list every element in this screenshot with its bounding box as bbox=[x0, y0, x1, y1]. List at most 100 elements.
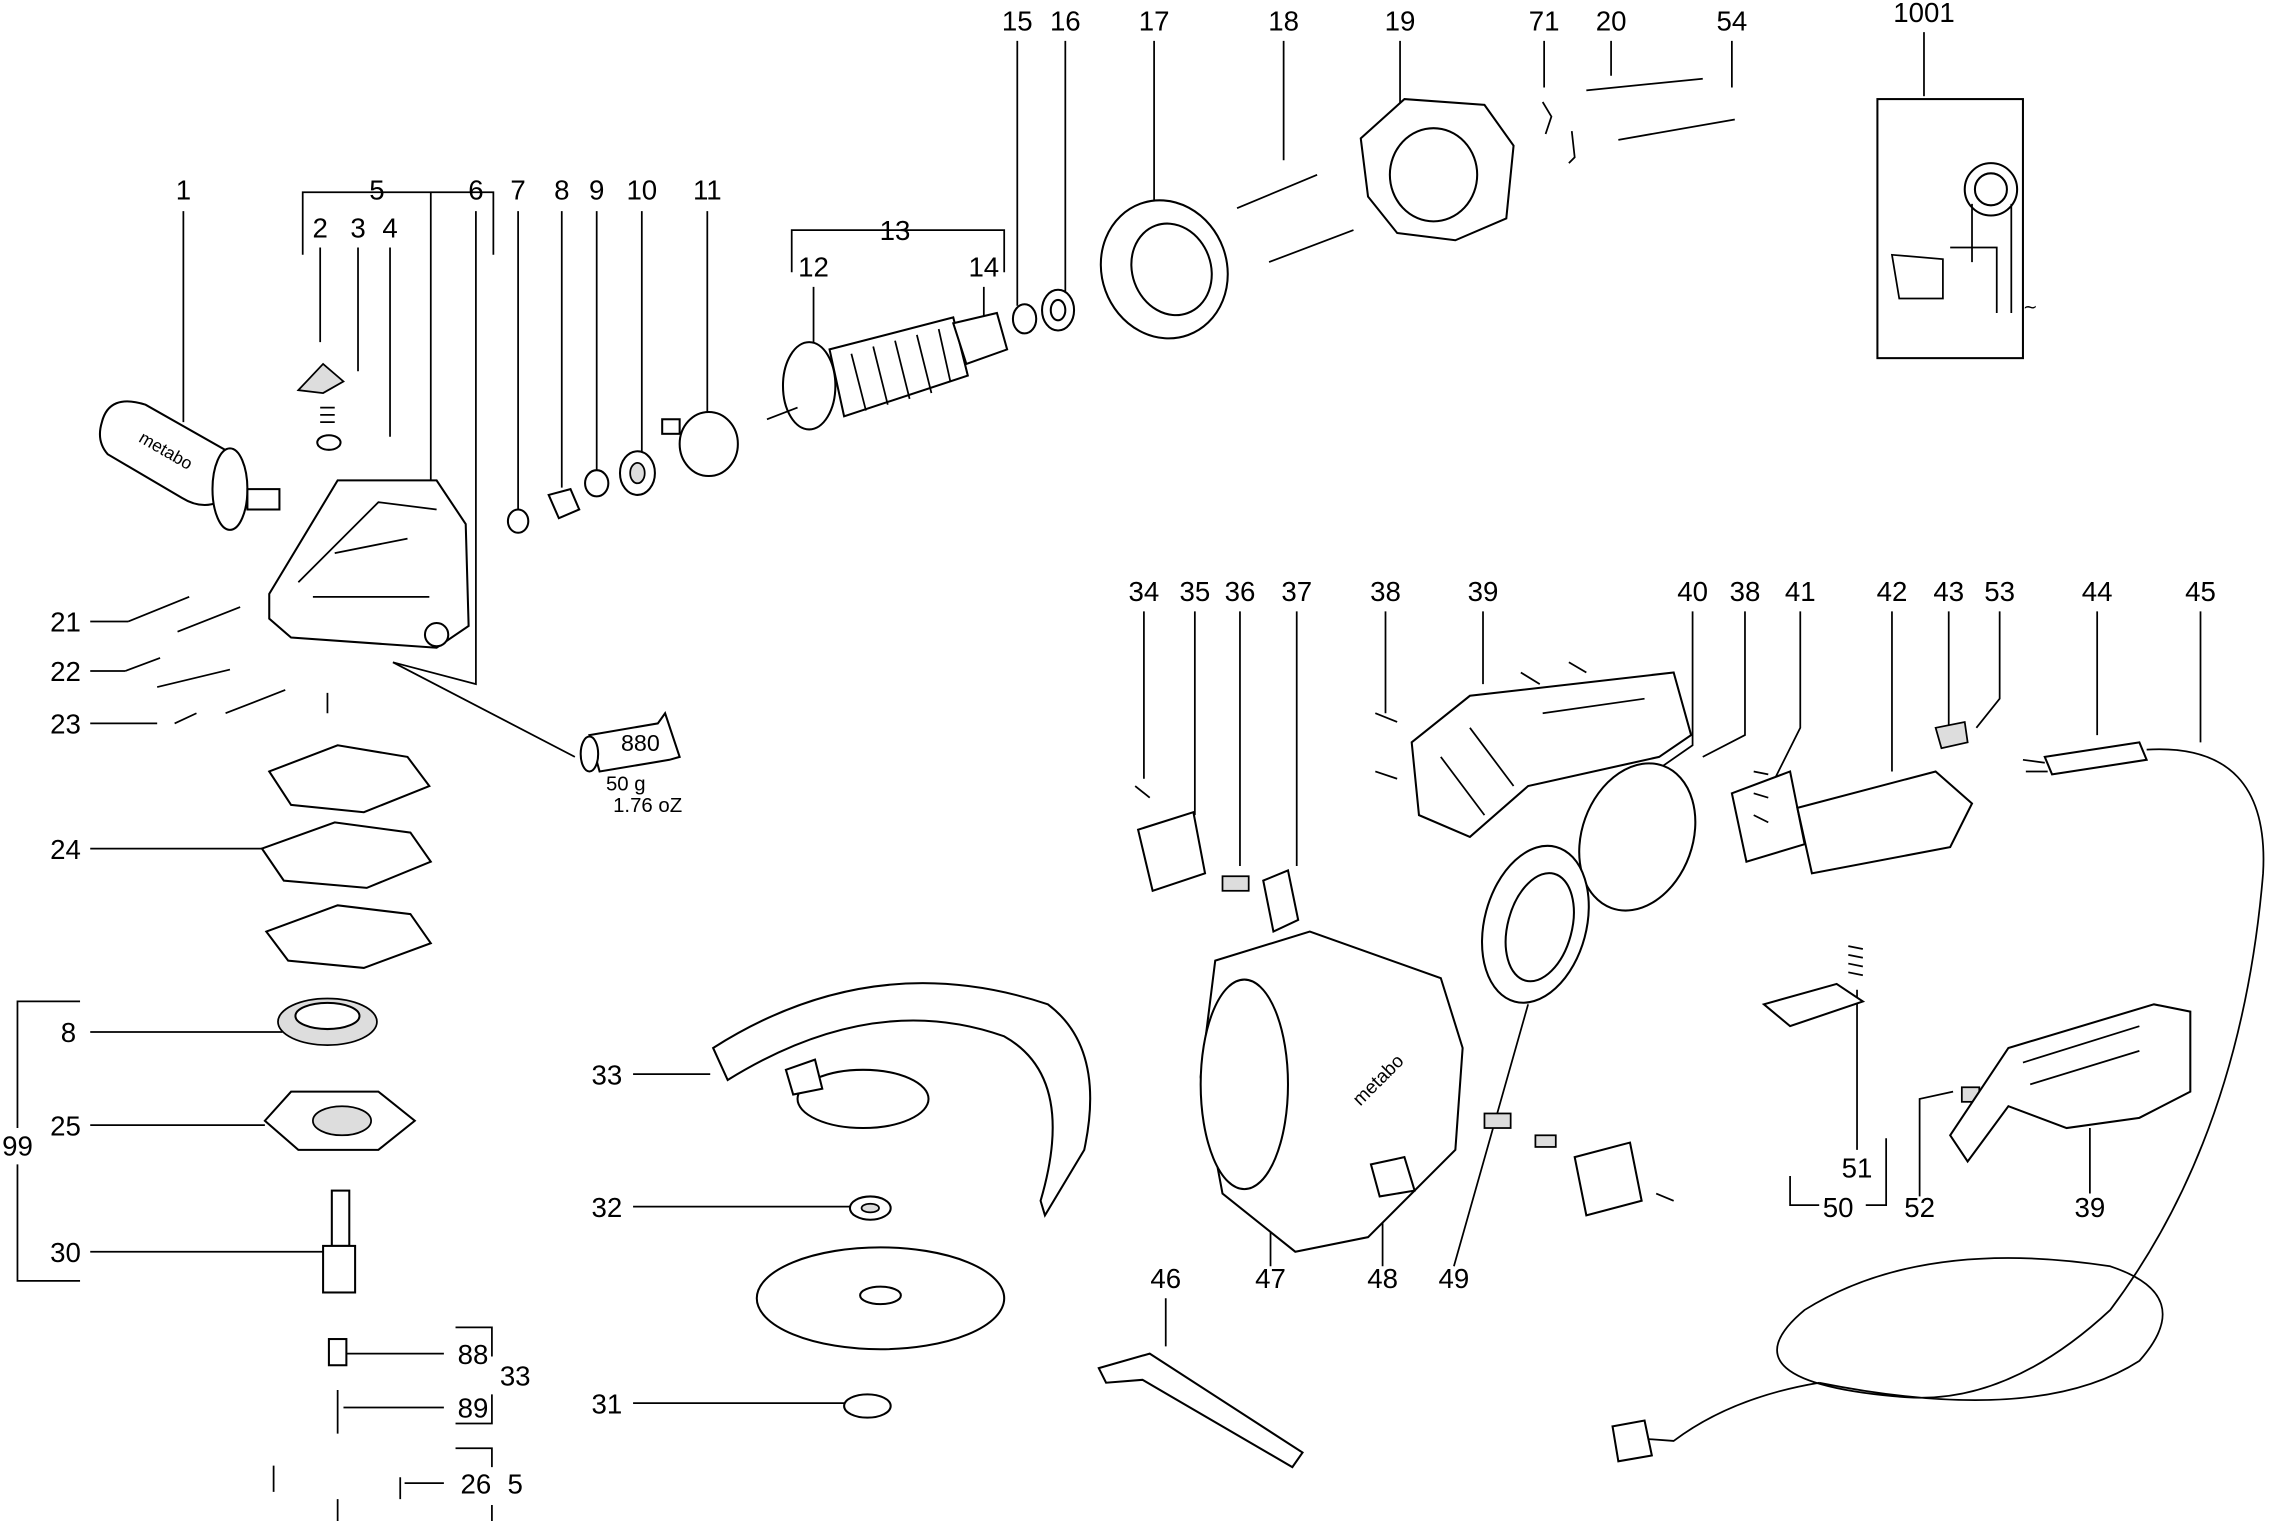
label-42: 42 bbox=[1877, 576, 1908, 607]
part-39-rear-handle bbox=[1948, 1003, 2192, 1164]
label-53: 53 bbox=[1984, 576, 2015, 607]
label-38b: 38 bbox=[1730, 576, 1761, 607]
label-19: 19 bbox=[1385, 6, 1416, 37]
label-54: 54 bbox=[1717, 6, 1748, 37]
label-88: 88 bbox=[458, 1339, 489, 1370]
label-32: 32 bbox=[592, 1192, 623, 1223]
part-1-side-handle: metabo bbox=[98, 400, 281, 531]
label-39b: 39 bbox=[2075, 1192, 2106, 1223]
label-37: 37 bbox=[1281, 576, 1312, 607]
ac-symbol: ~ bbox=[2023, 298, 2038, 318]
label-8: 8 bbox=[554, 175, 569, 206]
part-48-label bbox=[1369, 1155, 1416, 1198]
grease-weight-g: 50 g bbox=[606, 773, 646, 795]
label-71: 71 bbox=[1529, 6, 1560, 37]
label-43: 43 bbox=[1933, 576, 1964, 607]
label-1: 1 bbox=[176, 175, 191, 206]
label-47: 47 bbox=[1255, 1263, 1286, 1294]
label-39: 39 bbox=[1468, 576, 1499, 607]
part-40-gasket-ring bbox=[1578, 762, 1697, 912]
label-52: 52 bbox=[1904, 1192, 1935, 1223]
parts-15-16-bearings bbox=[1011, 288, 1076, 335]
part-33-guard bbox=[711, 982, 1092, 1218]
label-8b: 8 bbox=[61, 1017, 76, 1048]
part-46-wrench bbox=[1097, 1352, 1304, 1469]
part-18-screws bbox=[1236, 173, 1354, 263]
part-8-bevel-gear bbox=[277, 997, 378, 1046]
label-25: 25 bbox=[50, 1110, 81, 1141]
disc bbox=[755, 1246, 1006, 1351]
label-1001: 1001 bbox=[1893, 0, 1955, 28]
part-1001-wiring-diagram: ~ bbox=[1876, 98, 2038, 360]
label-48: 48 bbox=[1367, 1263, 1398, 1294]
label-45: 45 bbox=[2185, 576, 2216, 607]
label-33b: 33 bbox=[500, 1361, 531, 1392]
label-31: 31 bbox=[592, 1388, 623, 1419]
grease-code: 880 bbox=[621, 730, 660, 756]
label-46: 46 bbox=[1150, 1263, 1181, 1294]
label-14: 14 bbox=[968, 252, 999, 283]
label-5: 5 bbox=[369, 175, 384, 206]
parts-88-89-26 bbox=[272, 1338, 402, 1521]
label-6: 6 bbox=[468, 175, 483, 206]
label-44: 44 bbox=[2082, 576, 2113, 607]
parts-34-37-brush-holder bbox=[1134, 785, 1300, 934]
label-35: 35 bbox=[1179, 576, 1210, 607]
label-26: 26 bbox=[461, 1468, 492, 1499]
label-15: 15 bbox=[1002, 6, 1033, 37]
part-49-ring bbox=[1480, 844, 1590, 1004]
label-20: 20 bbox=[1596, 6, 1627, 37]
label-40: 40 bbox=[1677, 576, 1708, 607]
part-25-bearing-flange bbox=[263, 1090, 417, 1151]
label-17: 17 bbox=[1139, 6, 1170, 37]
part-30-spindle bbox=[322, 1189, 357, 1294]
label-33: 33 bbox=[592, 1059, 623, 1090]
label-9: 9 bbox=[589, 175, 604, 206]
label-21: 21 bbox=[50, 607, 81, 638]
label-38: 38 bbox=[1370, 576, 1401, 607]
screws-21-23 bbox=[124, 596, 329, 725]
label-3: 3 bbox=[350, 212, 365, 243]
label-50: 50 bbox=[1823, 1192, 1854, 1223]
label-49: 49 bbox=[1439, 1263, 1470, 1294]
part-44-45-power-cord bbox=[1611, 741, 2265, 1463]
leader-lines bbox=[16, 32, 2202, 1521]
label-30: 30 bbox=[50, 1237, 81, 1268]
label-51: 51 bbox=[1842, 1153, 1873, 1184]
label-34: 34 bbox=[1129, 576, 1160, 607]
label-2: 2 bbox=[312, 212, 327, 243]
part-880-grease-tube: 880 50 g 1.76 oZ bbox=[579, 711, 682, 817]
label-99: 99 bbox=[2, 1131, 33, 1162]
brush-cover-parts bbox=[1483, 1112, 1674, 1217]
label-10: 10 bbox=[626, 175, 657, 206]
part-17-fan-baffle bbox=[1099, 199, 1229, 340]
part-39-housing-half bbox=[1374, 661, 1693, 839]
label-11: 11 bbox=[693, 175, 722, 206]
part-2-4-lock-button bbox=[296, 362, 345, 451]
label-16: 16 bbox=[1050, 6, 1081, 37]
part-32-flange bbox=[848, 1195, 892, 1221]
label-24: 24 bbox=[50, 834, 81, 865]
label-18: 18 bbox=[1268, 6, 1299, 37]
label-12: 12 bbox=[798, 252, 829, 283]
parts-50-51-switch bbox=[1761, 945, 1981, 1103]
label-4: 4 bbox=[382, 212, 397, 243]
label-23: 23 bbox=[50, 709, 81, 740]
part-labels: 1 5 2 3 4 6 7 8 9 10 11 13 12 14 15 16 1… bbox=[2, 0, 2216, 1499]
part-47-motor-housing: metabo bbox=[1199, 930, 1464, 1253]
part-24-gaskets bbox=[260, 744, 433, 969]
label-7: 7 bbox=[510, 175, 525, 206]
grease-weight-oz: 1.76 oZ bbox=[613, 795, 682, 817]
label-36: 36 bbox=[1225, 576, 1256, 607]
part-12-14-armature bbox=[766, 311, 1009, 431]
parts-7-11-bearings bbox=[506, 410, 739, 534]
label-41: 41 bbox=[1785, 576, 1816, 607]
parts-41-42-43-electronics bbox=[1730, 720, 1974, 875]
label-5b: 5 bbox=[508, 1468, 523, 1499]
parts-71-20-54-contacts bbox=[1541, 77, 1735, 164]
part-5-gear-housing bbox=[268, 479, 470, 649]
label-89: 89 bbox=[458, 1393, 489, 1424]
part-31-nut bbox=[843, 1393, 892, 1419]
part-19-field-coil bbox=[1359, 98, 1515, 242]
